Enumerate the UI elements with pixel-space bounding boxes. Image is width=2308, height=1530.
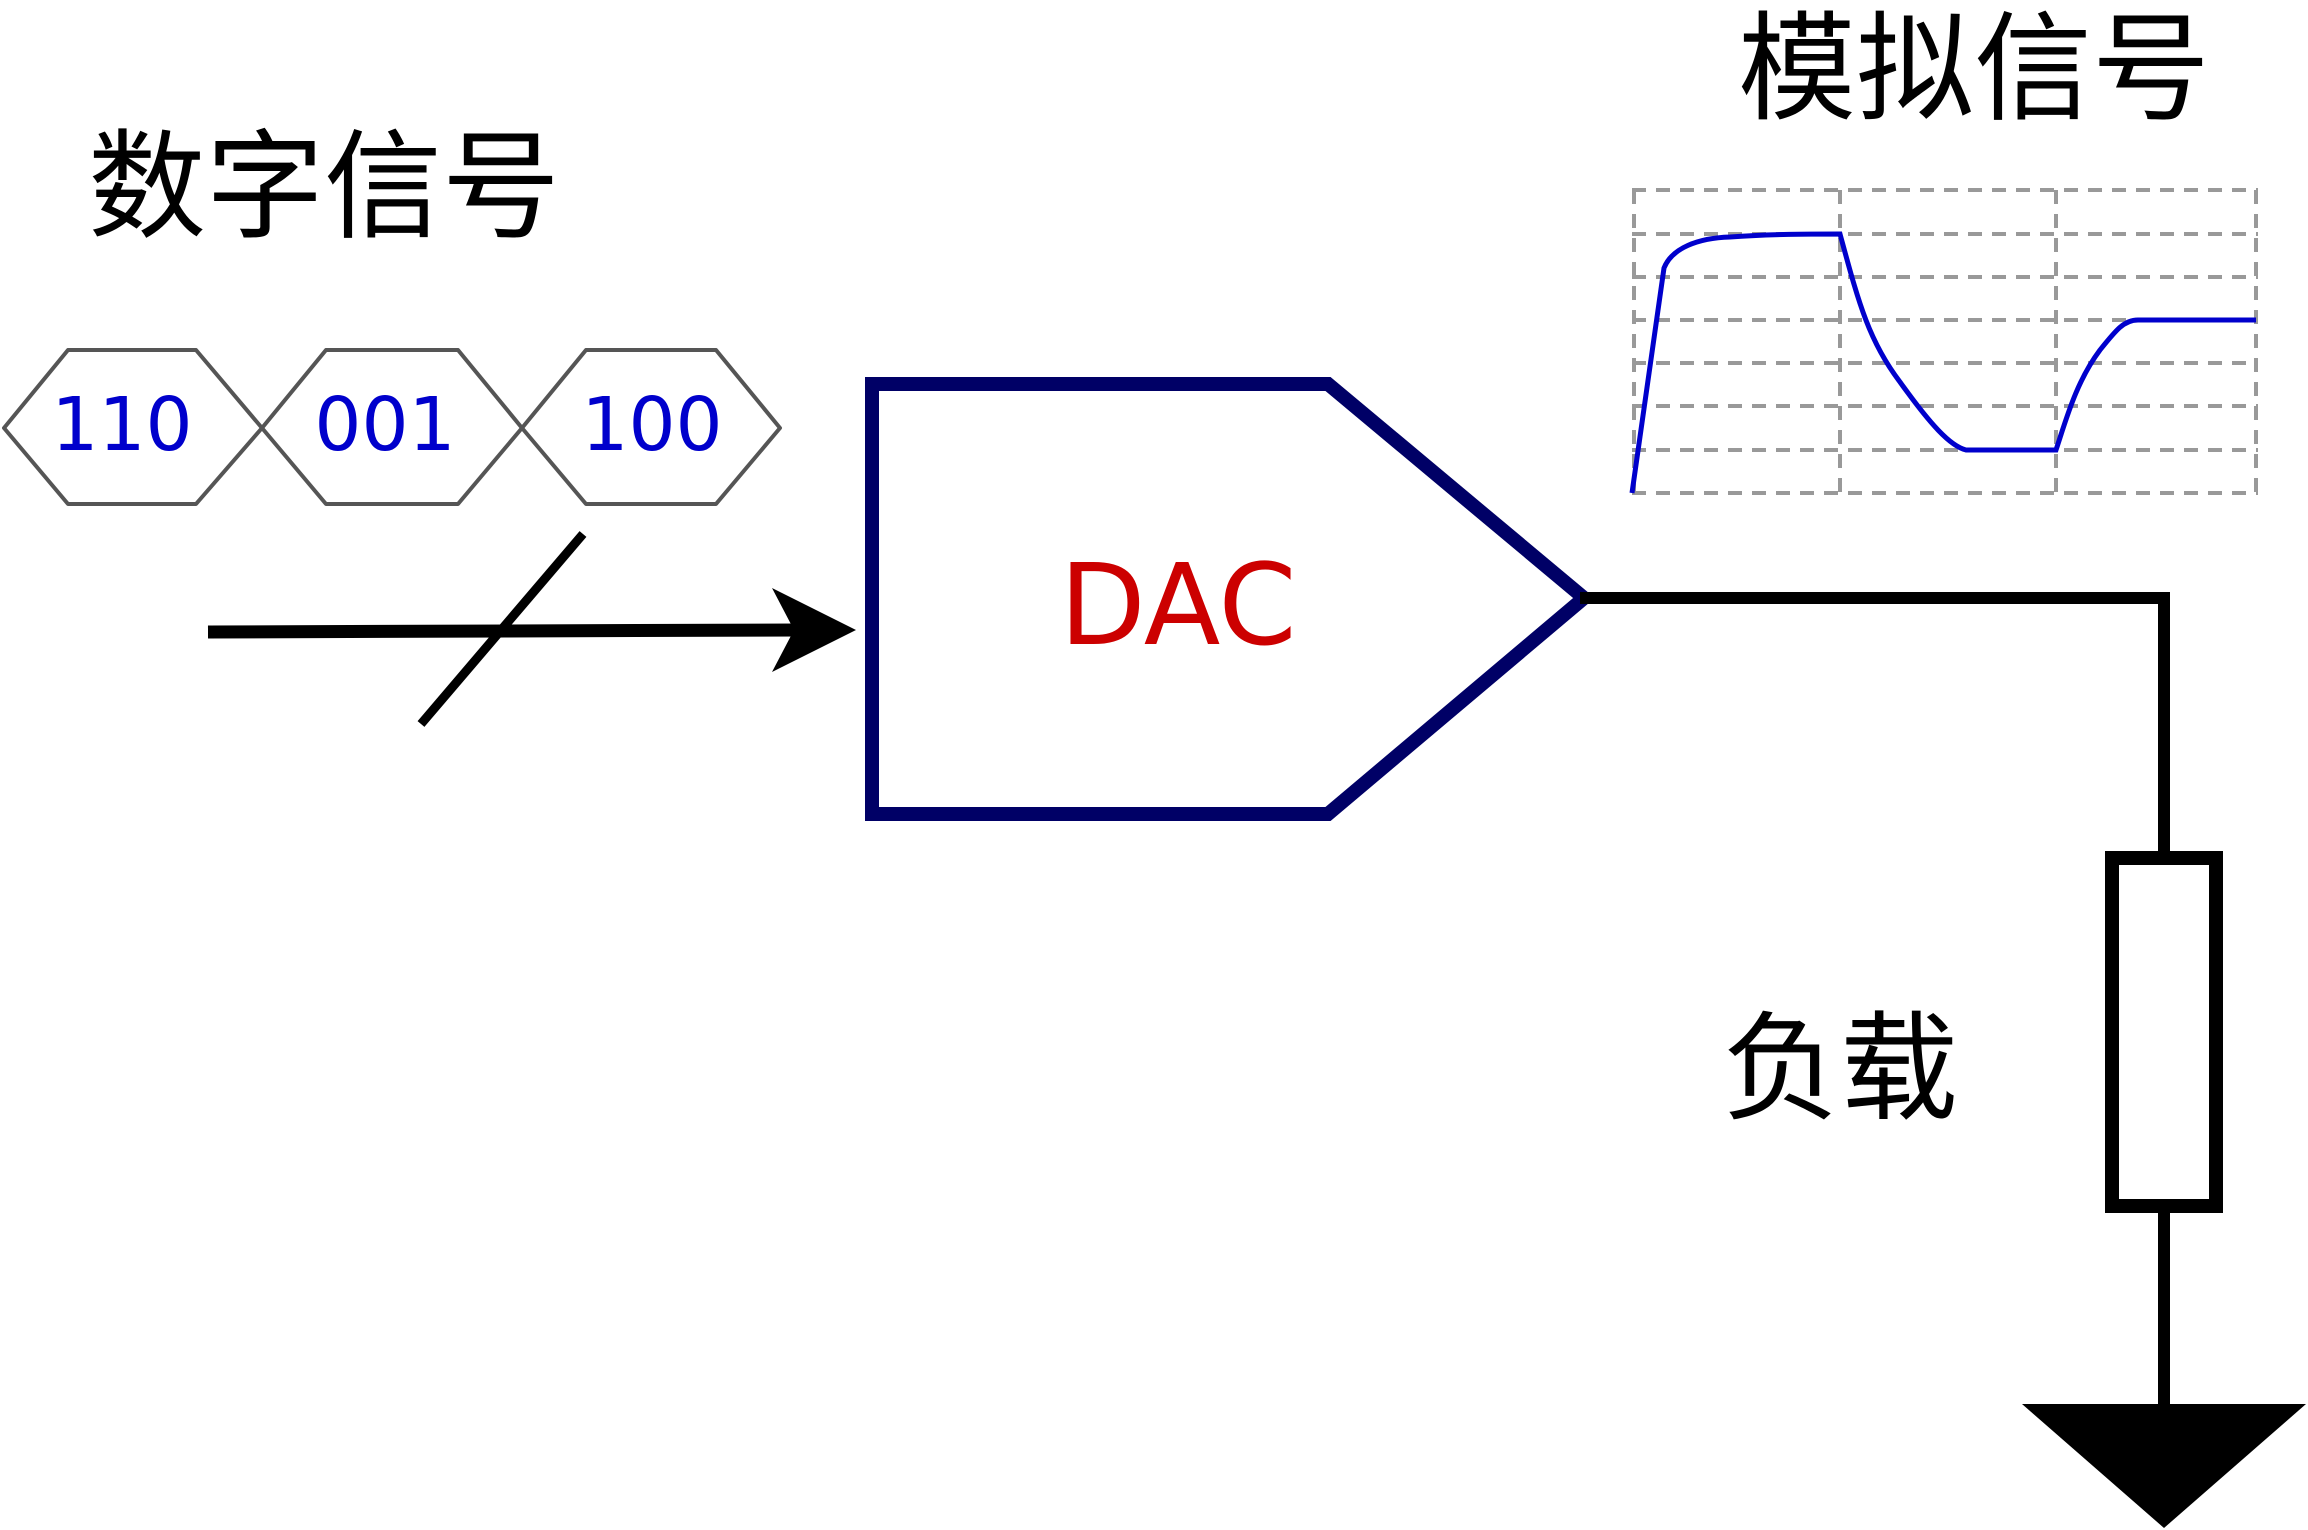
analog-waveform [1629, 231, 2256, 494]
analog-waveform-grid [1632, 188, 2258, 495]
analog-signal-label: 模拟信号 [1738, 0, 2210, 138]
load-resistor [2105, 851, 2223, 1213]
bus-slash [417, 531, 587, 727]
output-wire [1580, 592, 2170, 858]
digital-code-2: 001 [314, 382, 455, 468]
ground-symbol [2022, 1404, 2306, 1528]
digital-code-3: 100 [581, 382, 722, 468]
digital-bus-timing [2, 348, 782, 506]
bus-segment-3 [520, 348, 782, 506]
load-label: 负载 [1722, 1000, 1958, 1138]
digital-code-1: 110 [51, 382, 192, 468]
digital-signal-label: 数字信号 [88, 118, 560, 256]
dac-block [865, 377, 1595, 821]
arrow-head [772, 588, 856, 672]
dac-label: DAC [1059, 541, 1296, 671]
input-bus-arrow [207, 531, 856, 727]
